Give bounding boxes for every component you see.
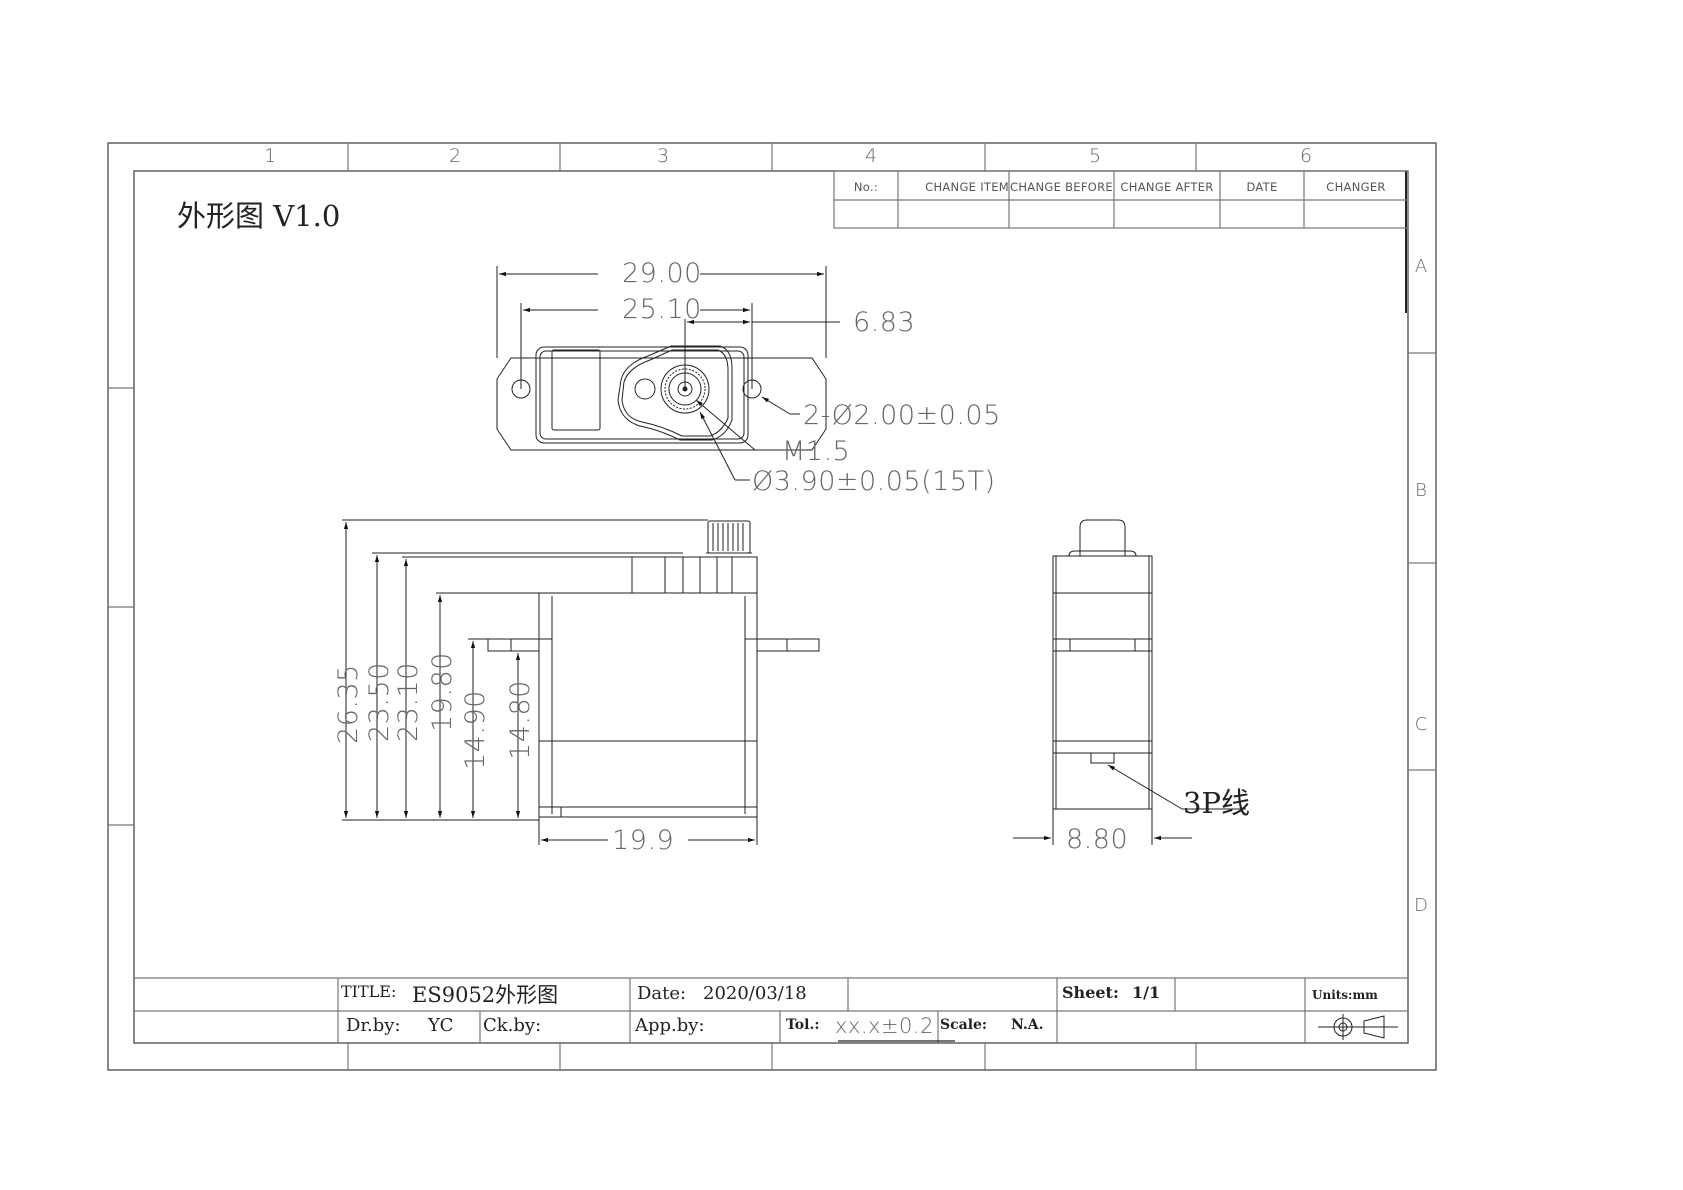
zone-col-2: 2 [448, 145, 462, 167]
rev-header-change-before: CHANGE BEFORE [1010, 180, 1113, 194]
dim-height-flange-bottom: 14.80 [505, 680, 536, 760]
rev-header-change-item: CHANGE ITEM [925, 180, 1009, 194]
sheet-label: Sheet: [1062, 983, 1119, 1002]
zone-col-5: 5 [1088, 145, 1102, 167]
drawn-by-value: YC [428, 1015, 454, 1036]
zone-col-1: 1 [263, 145, 277, 167]
dim-height-housing-base: 23.10 [393, 662, 424, 742]
tolerance-value: xx.x±0.2 [835, 1014, 934, 1038]
zone-row-ticks [108, 352, 1436, 826]
rev-header-changer: CHANGER [1326, 180, 1386, 194]
top-view-dimensions [496, 266, 840, 481]
dim-shaft-offset: 6.83 [853, 307, 916, 338]
scale-value: N.A. [1011, 1017, 1044, 1033]
zone-col-6: 6 [1299, 145, 1313, 167]
rev-header-date: DATE [1246, 180, 1278, 194]
date-value: 2020/03/18 [703, 983, 807, 1004]
dim-height-body: 19.80 [427, 652, 458, 732]
zone-col-3: 3 [656, 145, 670, 167]
sheet-value: 1/1 [1132, 983, 1161, 1002]
scale-label: Scale: [940, 1017, 988, 1033]
inner-border [133, 170, 1409, 1044]
zone-row-d: D [1414, 895, 1428, 916]
dim-side-width: 8.80 [1066, 824, 1129, 855]
dim-hole-spacing: 25.10 [622, 294, 702, 325]
checked-by-label: Ck.by: [483, 1015, 542, 1036]
callout-mount-holes: 2-Ø2.00±0.05 [803, 400, 1001, 431]
outer-border [107, 142, 1437, 1071]
rev-header-no: No.: [853, 180, 879, 194]
callout-screw: M1.5 [782, 436, 851, 467]
title-block-lines [134, 977, 1408, 1043]
dim-body-width: 19.9 [612, 825, 675, 856]
drawing-heading: 外形图 V1.0 [177, 199, 341, 233]
dim-height-total: 26.35 [333, 664, 364, 744]
front-view-dimensions [342, 519, 758, 845]
zone-row-b: B [1415, 480, 1427, 501]
rev-header-change-after: CHANGE AFTER [1120, 180, 1214, 194]
callout-spline: Ø3.90±0.05(15T) [752, 466, 996, 497]
drawn-by-label: Dr.by: [346, 1015, 401, 1036]
zone-row-c: C [1414, 714, 1428, 735]
zone-col-4: 4 [864, 145, 878, 167]
approved-by-label: App.by: [635, 1015, 705, 1036]
title-label: TITLE: [341, 982, 397, 1001]
revision-table-lines [833, 170, 1409, 229]
dim-height-housing-top: 23.50 [364, 662, 395, 742]
projection-symbol-icon [1318, 1014, 1398, 1040]
title-value: ES9052外形图 [412, 983, 559, 1007]
front-view [487, 520, 820, 818]
dim-overall-width: 29.00 [622, 258, 702, 289]
zone-row-a: A [1414, 256, 1428, 277]
date-label: Date: [637, 983, 687, 1004]
tolerance-label: Tol.: [786, 1017, 820, 1033]
zone-column-ticks [347, 143, 1197, 1070]
dim-height-flange-top: 14.90 [460, 690, 491, 770]
units-label: Units:mm [1312, 988, 1378, 1002]
callout-3p-cable: 3P线 [1183, 786, 1250, 820]
side-view [1013, 519, 1246, 845]
top-view [496, 345, 827, 451]
